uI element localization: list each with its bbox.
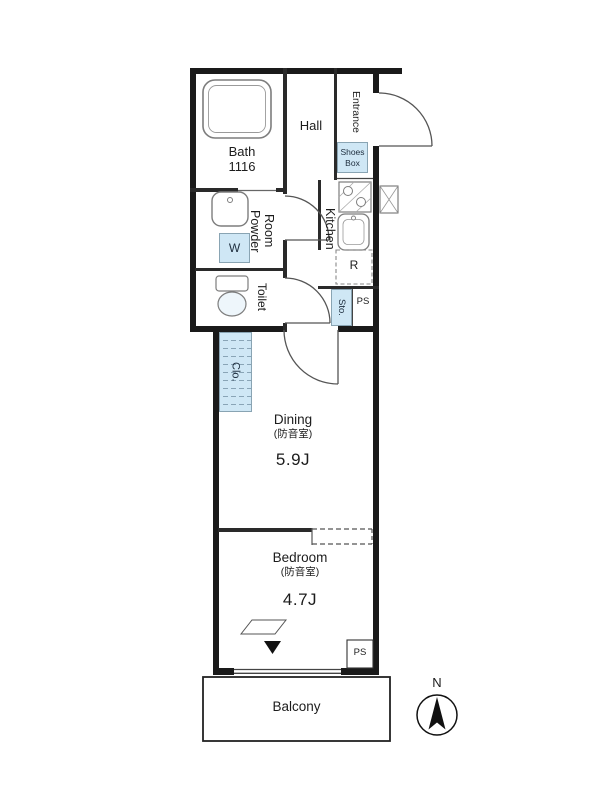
wall-bottom-right: [341, 668, 379, 675]
closet-label: Clo.: [229, 362, 242, 382]
wall-bottom-left: [213, 668, 234, 675]
shoes-box-label-line1: Shoes: [340, 147, 365, 158]
wall-kitchen-bottom: [318, 286, 379, 289]
dining-label-group: Dining (防音室) 5.9J: [248, 412, 338, 469]
bedroom-label: Bedroom: [272, 550, 328, 565]
dining-label: Dining: [273, 412, 313, 427]
bedroom-soundproof-note: (防音室): [280, 565, 320, 578]
sloped-ceiling-marker: [239, 619, 288, 635]
wall-dining-top: [338, 326, 379, 332]
meter-box-icon: [379, 185, 399, 214]
wall-left-upper: [190, 68, 196, 332]
balcony-label: Balcony: [272, 699, 321, 714]
storage-box: Sto.: [331, 289, 352, 326]
wall-room-partition: [218, 528, 312, 532]
dining-soundproof-note: (防音室): [273, 427, 313, 440]
bath-size: 1116: [228, 158, 256, 174]
fixtures: [202, 79, 399, 669]
washer-label: W: [228, 241, 241, 255]
toilet-door-arc: [284, 277, 331, 324]
bathtub-icon: [202, 79, 272, 139]
washer-pan: W: [219, 233, 250, 263]
wall-left-lower: [213, 326, 219, 675]
wall-kitchen-divider: [318, 180, 321, 250]
shoes-box-label-line2: Box: [345, 157, 360, 168]
wall-hall-left-b: [283, 240, 287, 278]
shoes-box: Shoes Box: [337, 142, 368, 173]
dining-area: 5.9J: [275, 449, 311, 469]
entrance-label: Entrance: [350, 90, 362, 134]
toilet-label: Toilet: [255, 282, 269, 311]
sliding-partition: [311, 528, 373, 545]
powder-room-label-line2: Room: [262, 214, 276, 248]
dining-door-arc: [283, 329, 339, 385]
compass-north-label: N: [432, 675, 442, 690]
entrance-door-arc: [378, 92, 433, 147]
wall-right-upper: [373, 68, 379, 93]
toilet-icon: [215, 275, 249, 317]
refrigerator-space-outline: [335, 249, 373, 285]
bath-label-group: Bath 1116: [212, 144, 272, 175]
wall-powder-toilet: [195, 268, 283, 271]
powder-room-label-line1: Powder: [248, 209, 262, 253]
bath-label: Bath: [228, 144, 256, 159]
ps-upper-label: PS: [356, 296, 370, 307]
powder-door-arc: [284, 195, 330, 241]
wall-hall-left-a: [283, 68, 287, 194]
storage-label: Sto.: [336, 299, 347, 316]
refrigerator-label: R: [349, 258, 359, 272]
ps-lower-label: PS: [353, 647, 367, 658]
wall-right-main: [373, 146, 379, 675]
door-arcs: [283, 92, 433, 385]
thin-lines: [234, 177, 373, 674]
compass-icon: [416, 694, 458, 736]
bedroom-area: 4.7J: [282, 589, 318, 609]
wall-hall-left-c: [283, 323, 287, 332]
closet-box: Clo.: [219, 332, 252, 412]
ps-lower-outline: [346, 639, 374, 669]
kitchen-label: Kitchen: [323, 208, 337, 250]
wall-step: [190, 326, 287, 332]
balcony-access-marker: [264, 641, 281, 654]
washbasin-icon: [211, 191, 249, 227]
balcony-outline: [202, 676, 391, 742]
stove-icon: [338, 181, 372, 213]
bedroom-label-group: Bedroom (防音室) 4.7J: [255, 550, 345, 609]
kitchen-sink-icon: [337, 213, 370, 251]
wall-top-stub: [379, 68, 402, 74]
hall-label: Hall: [299, 118, 323, 133]
wall-entrance-divider: [334, 68, 337, 180]
